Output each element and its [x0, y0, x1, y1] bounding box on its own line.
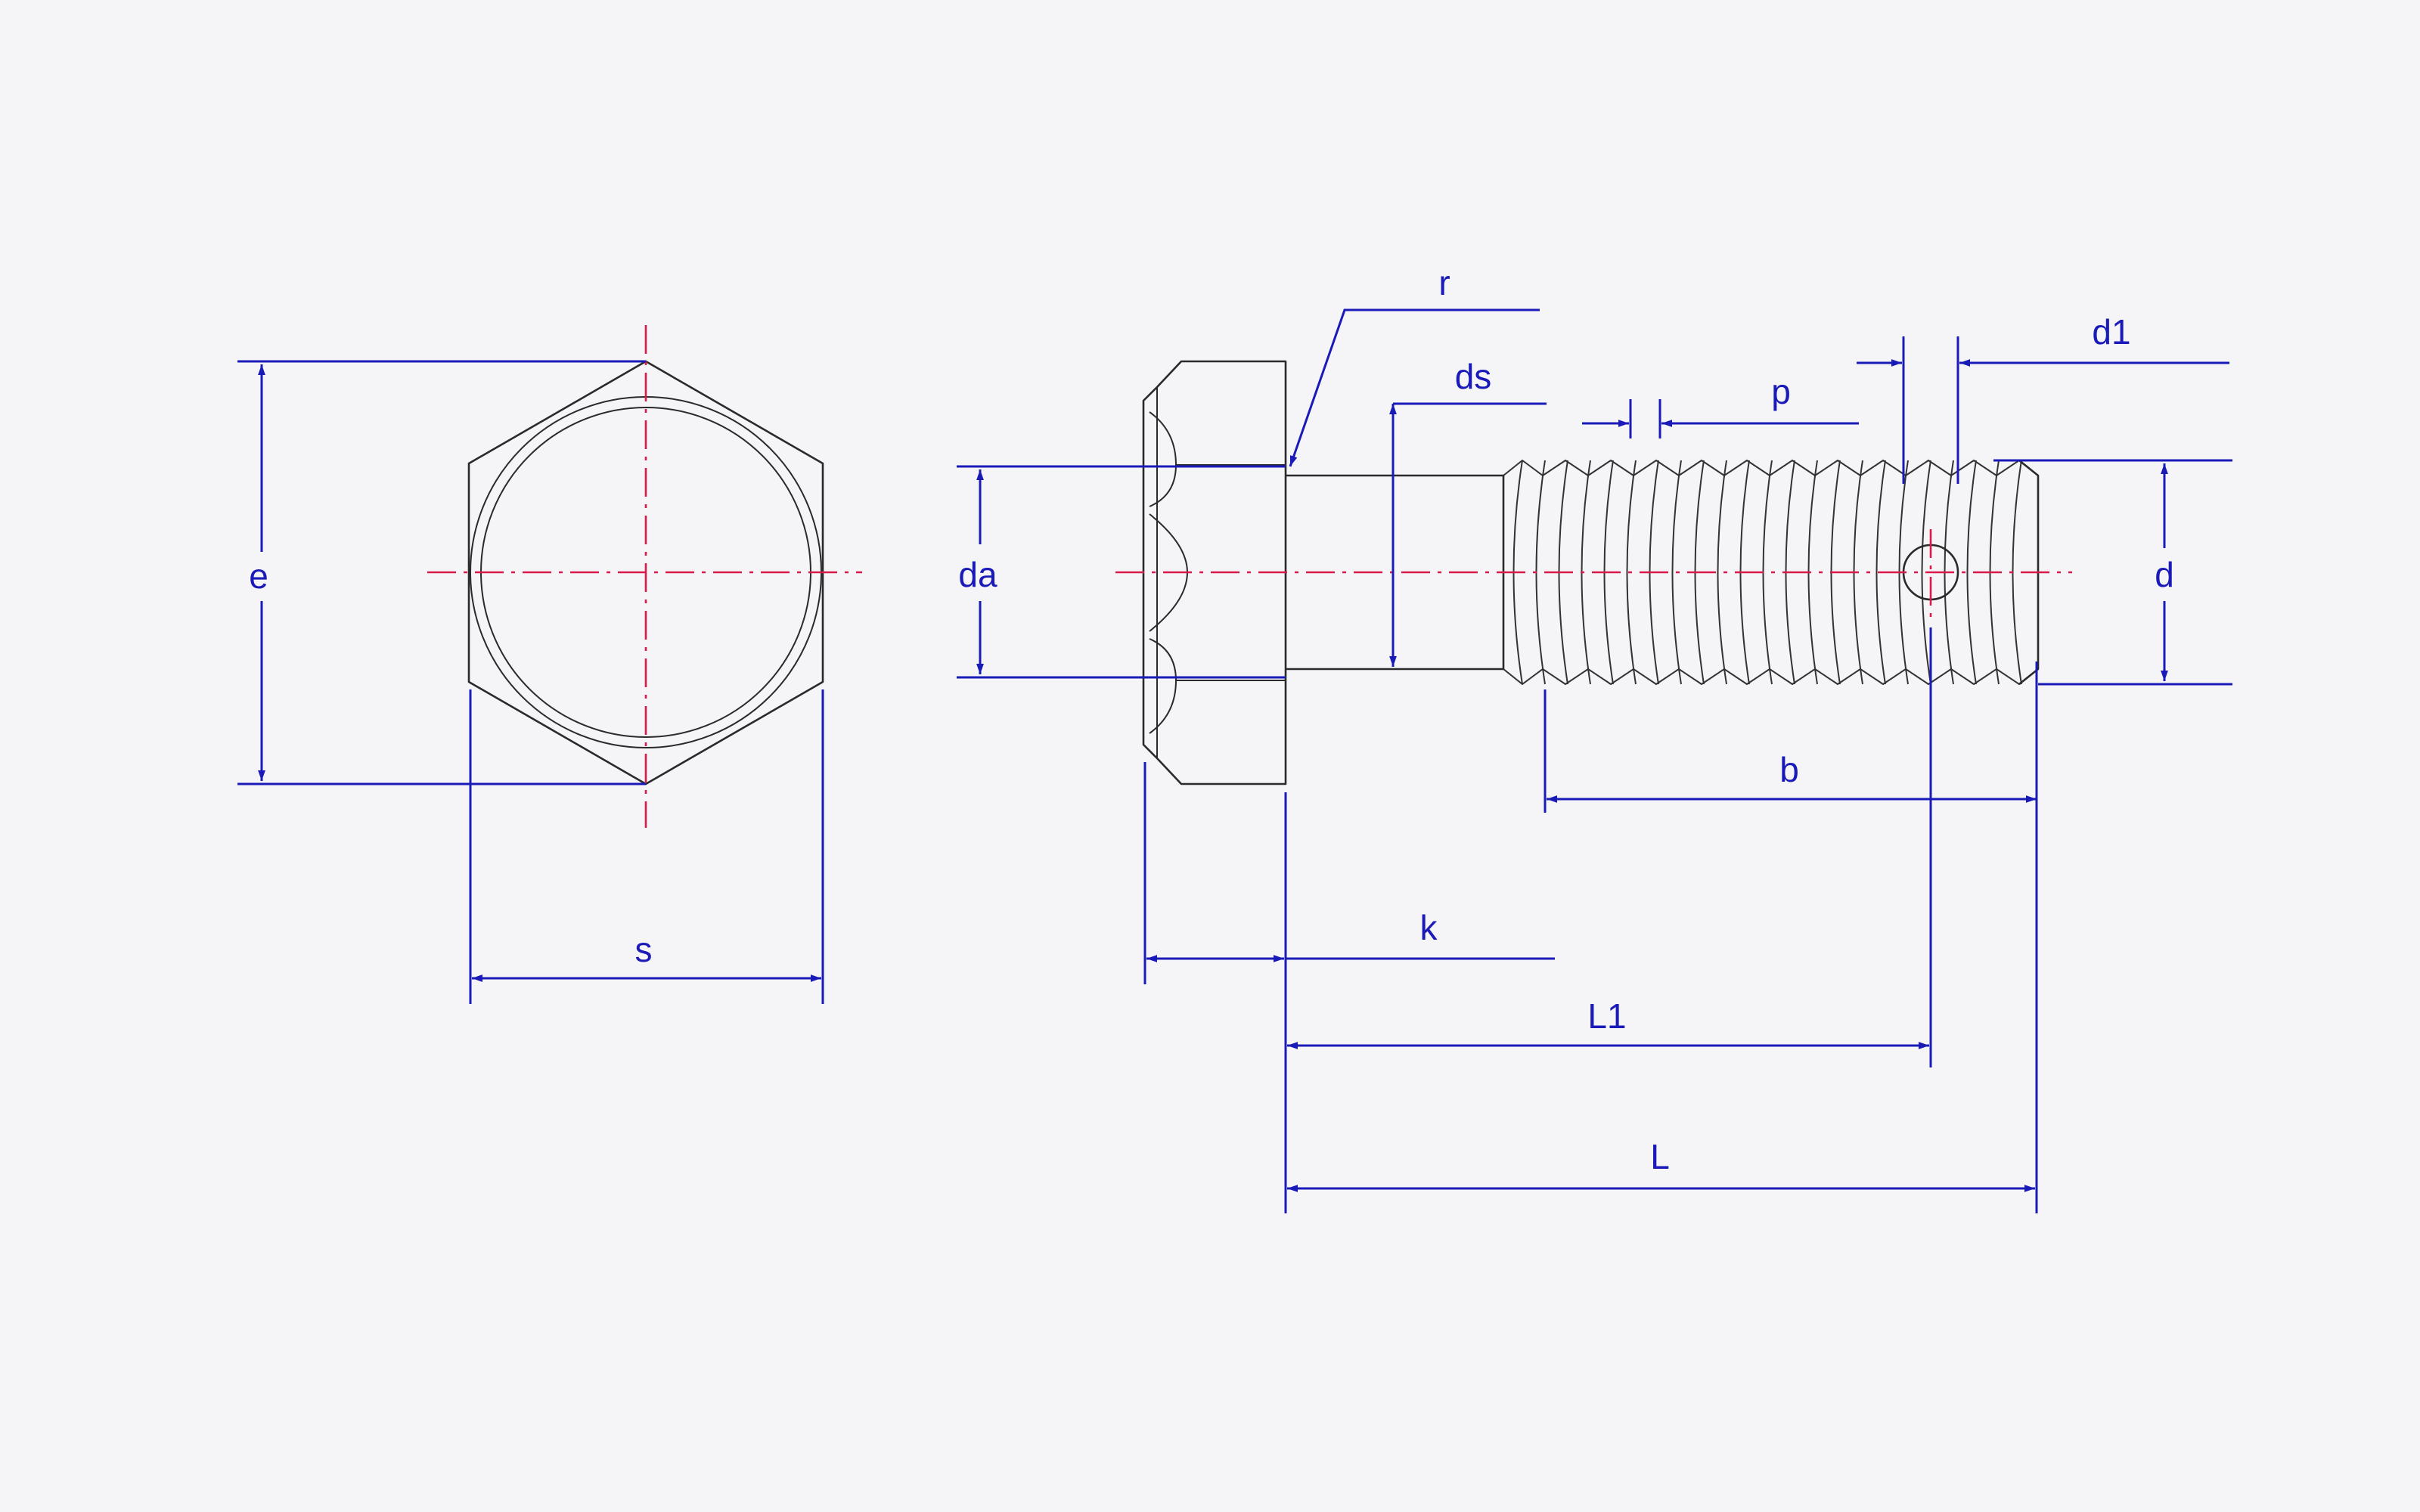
dimension-d1: d1 — [1857, 312, 2229, 484]
label-d: d — [2155, 555, 2174, 594]
bolt-side-view — [1115, 360, 2072, 785]
dimension-e: e — [237, 360, 646, 785]
dimension-da: da — [957, 465, 1286, 679]
dimension-s: s — [469, 689, 824, 1004]
dimension-r: r — [1289, 263, 1540, 467]
label-p: p — [1771, 372, 1791, 411]
label-L: L — [1650, 1137, 1670, 1176]
label-r: r — [1438, 263, 1450, 302]
label-da: da — [958, 555, 997, 594]
label-d1: d1 — [2092, 312, 2130, 352]
label-s: s — [635, 930, 653, 969]
dimension-d: d — [1993, 459, 2232, 686]
label-b: b — [1779, 750, 1799, 789]
label-k: k — [1420, 908, 1438, 947]
label-L1: L1 — [1587, 996, 1626, 1036]
label-e: e — [249, 556, 268, 596]
hex-head-end-view — [427, 325, 862, 828]
dimension-b: b — [1544, 689, 2037, 813]
dimension-k: k — [1143, 762, 1555, 1213]
dimension-ds: ds — [1389, 357, 1547, 667]
dimension-L1: L1 — [1287, 627, 1932, 1067]
label-ds: ds — [1455, 357, 1492, 396]
dimension-L: L — [1287, 662, 2038, 1213]
dimension-p: p — [1582, 372, 1859, 438]
